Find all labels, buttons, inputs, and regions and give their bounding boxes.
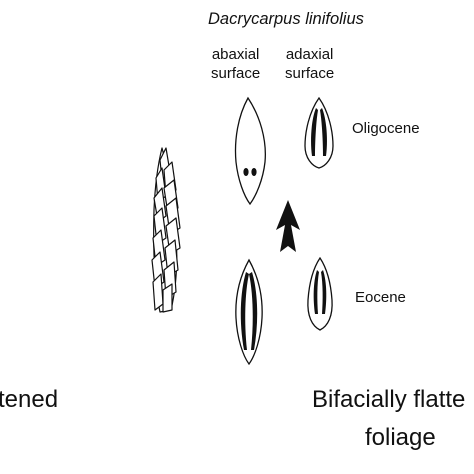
eocene-adaxial-leaf bbox=[307, 256, 333, 331]
right-caption-line2: foliage bbox=[365, 424, 436, 451]
oligocene-abaxial-leaf bbox=[234, 96, 266, 206]
right-caption-line1: Bifacially flatte bbox=[312, 386, 466, 413]
up-arrow-icon bbox=[276, 200, 300, 252]
left-caption: tened bbox=[0, 386, 59, 413]
adaxial-column-label: adaxial surface bbox=[285, 45, 334, 83]
eocene-abaxial-leaf bbox=[235, 258, 263, 366]
eocene-label: Eocene bbox=[355, 289, 406, 306]
abaxial-column-label: abaxial surface bbox=[211, 45, 260, 83]
oligocene-label: Oligocene bbox=[352, 120, 420, 137]
abaxial-label-line2: surface bbox=[211, 65, 261, 82]
adaxial-label-line1: adaxial bbox=[285, 46, 334, 63]
adaxial-label-line2: surface bbox=[285, 65, 335, 82]
oligocene-adaxial-leaf bbox=[304, 96, 334, 169]
abaxial-label-line1: abaxial bbox=[211, 46, 260, 63]
species-title: Dacrycarpus linifolius bbox=[208, 10, 364, 28]
leafy-shoot-drawing bbox=[151, 147, 181, 313]
